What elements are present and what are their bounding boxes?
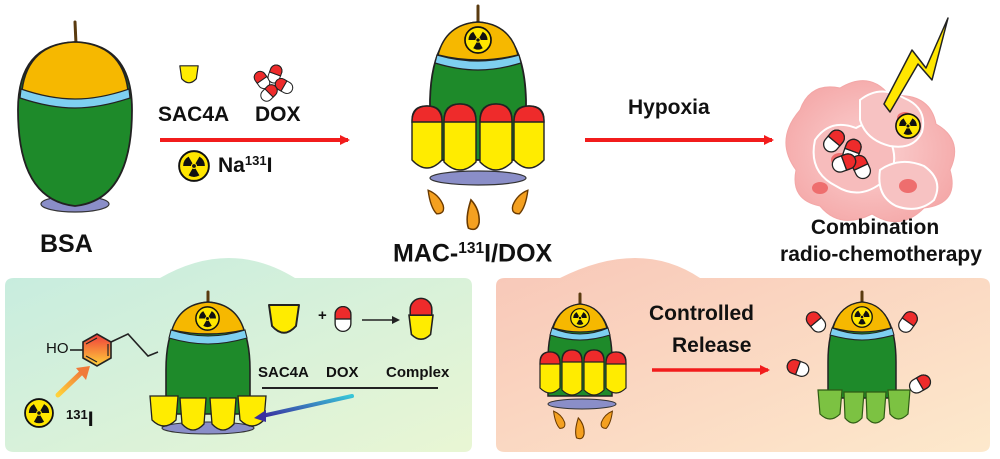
- sac4a-small-label: SAC4A: [258, 364, 309, 381]
- phenol-structure: [70, 333, 159, 367]
- mac-prefix: MAC-: [393, 239, 459, 268]
- mac-mass-number: 131: [458, 240, 485, 257]
- na131i-label: Na131I: [218, 154, 272, 176]
- combination-label-line2: radio-chemotherapy: [780, 243, 982, 266]
- dox-label: DOX: [255, 103, 301, 126]
- complex-icon: [408, 297, 434, 341]
- na-iodine-text: I: [266, 154, 273, 178]
- dox-small-icon: [334, 305, 352, 333]
- release-label: Release: [672, 334, 752, 357]
- iodination-arrowhead: [76, 366, 90, 380]
- complex-label: Complex: [386, 364, 450, 381]
- radiation-icon-na131i: [178, 150, 210, 182]
- na-mass-number: 131: [244, 153, 267, 168]
- iodination-arrow: [55, 369, 85, 398]
- mac-suffix: I/DOX: [484, 239, 553, 268]
- lightning-bolt-icon: [883, 17, 949, 113]
- radiation-icon-131i: [24, 398, 54, 428]
- bsa-protein-icon: [17, 20, 133, 213]
- sac4a-cup-icon: [179, 65, 199, 84]
- i-mass-number: 131: [66, 407, 88, 422]
- assembly-arrowhead: [254, 410, 266, 422]
- combination-label-line1: Combination: [810, 216, 940, 239]
- mac-side-view-icon: [149, 290, 267, 435]
- controlled-label: Controlled: [649, 302, 754, 325]
- sac4a-small-icon: [268, 304, 300, 334]
- mac-loaded-icon: [539, 292, 627, 441]
- ho-label: HO: [46, 340, 69, 357]
- tumor-cells-icon: [785, 80, 956, 223]
- assembly-arrow: [260, 394, 354, 418]
- sac4a-label: SAC4A: [158, 103, 230, 126]
- hypoxia-label: Hypoxia: [628, 96, 710, 119]
- plus-sign: +: [318, 307, 327, 324]
- complex-formation-arrowhead: [392, 316, 400, 324]
- dox-capsule-cluster-icon: [251, 62, 296, 105]
- mac-released-icon: [784, 290, 934, 424]
- mac-nanoparticle-icon: [411, 4, 545, 233]
- i-iodine-text: I: [87, 408, 94, 432]
- bsa-label: BSA: [40, 230, 93, 258]
- dox-small-label: DOX: [326, 364, 359, 381]
- mac-label: MAC-131I/DOX: [393, 241, 552, 267]
- na-text: Na: [218, 154, 245, 178]
- i131-label: 131I: [66, 408, 94, 430]
